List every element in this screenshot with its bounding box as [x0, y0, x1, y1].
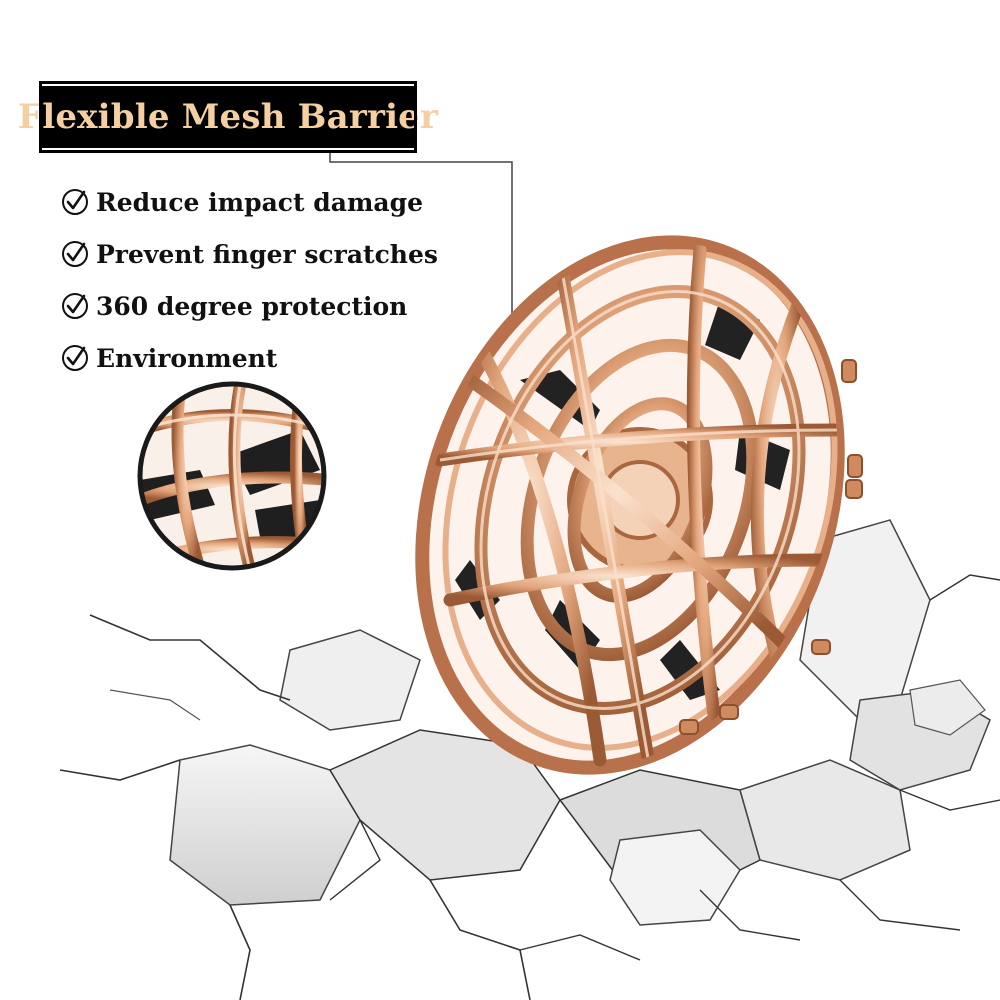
cracked-ground [59, 519, 1000, 1000]
check-circle-icon [62, 241, 88, 267]
zoom-detail [137, 381, 327, 571]
feature-label: Environment [96, 343, 278, 373]
title-banner: Flexible Mesh Barrier [18, 81, 438, 153]
feature-label: Prevent finger scratches [96, 239, 438, 269]
check-circle-icon [62, 345, 88, 371]
feature-list: Reduce impact damage Prevent finger scra… [60, 176, 440, 384]
check-circle-icon [62, 189, 88, 215]
banner-title: Flexible Mesh Barrier [17, 97, 439, 137]
feature-label: 360 degree protection [96, 291, 408, 321]
feature-item: 360 degree protection [60, 280, 440, 332]
feature-label: Reduce impact damage [96, 187, 423, 217]
drone-cage [415, 235, 863, 777]
feature-item: Reduce impact damage [60, 176, 440, 228]
callout-line [329, 150, 513, 330]
feature-item: Prevent finger scratches [60, 228, 440, 280]
feature-item: Environment [60, 332, 440, 384]
check-circle-icon [62, 293, 88, 319]
